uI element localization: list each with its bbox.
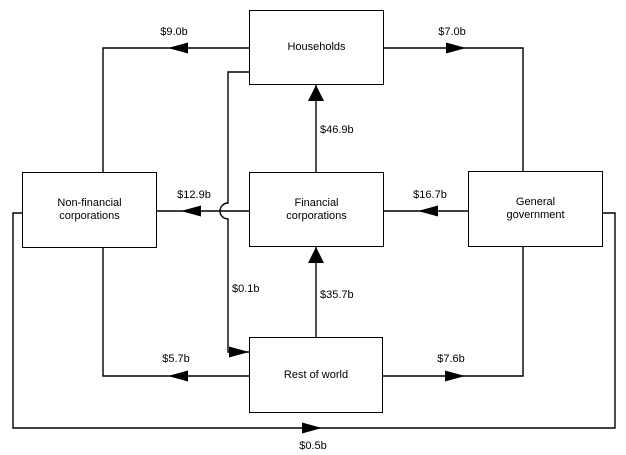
arrowhead-right-icon — [445, 370, 465, 382]
connector-rest-of-world-to-non-financial — [102, 248, 249, 377]
arrowhead-left-icon — [168, 42, 188, 54]
flow-label-government-to-financial: $16.7b — [413, 189, 447, 201]
connector-rest-of-world-to-government — [383, 247, 524, 377]
node-households-label: Households — [287, 41, 346, 53]
flow-label-households-to-rest-of-world: $0.1b — [232, 283, 260, 295]
arrowhead-left-icon — [168, 370, 188, 382]
node-households: Households — [249, 10, 384, 85]
arrowhead-right-icon — [229, 346, 249, 358]
node-general-government: General government — [468, 171, 603, 247]
node-rest-of-world: Rest of world — [249, 337, 383, 413]
node-financial-corporations-label: Financial corporations — [286, 196, 347, 222]
node-non-financial-corporations-label: Non-financial corporations — [57, 197, 122, 222]
connector-households-to-rest-of-world — [219, 71, 249, 353]
arrowhead-up-icon — [308, 85, 324, 101]
arrowhead-left-icon — [181, 205, 201, 217]
connector-households-to-government — [384, 47, 524, 171]
connector-households-to-non-financial — [102, 47, 249, 172]
flow-label-non-financial-to-government: $0.5b — [299, 440, 327, 452]
flow-label-rest-of-world-to-non-financial: $5.7b — [162, 353, 190, 365]
node-financial-corporations: Financial corporations — [249, 172, 384, 247]
flow-label-rest-of-world-to-financial: $35.7b — [320, 289, 354, 301]
flow-label-rest-of-world-to-government: $7.6b — [437, 353, 465, 365]
arrowhead-right-icon — [302, 422, 322, 434]
arrowhead-right-icon — [446, 42, 466, 54]
flow-label-financial-to-households: $46.9b — [320, 124, 354, 136]
node-general-government-label: General government — [506, 196, 565, 221]
node-non-financial-corporations: Non-financial corporations — [22, 172, 157, 248]
flow-label-financial-to-non-financial: $12.9b — [177, 189, 211, 201]
flow-label-households-to-government: $7.0b — [438, 26, 466, 38]
node-rest-of-world-label: Rest of world — [283, 368, 349, 381]
flow-label-households-to-non-financial: $9.0b — [160, 26, 188, 38]
arrowhead-up-icon — [308, 247, 324, 263]
arrowhead-left-icon — [418, 205, 438, 217]
